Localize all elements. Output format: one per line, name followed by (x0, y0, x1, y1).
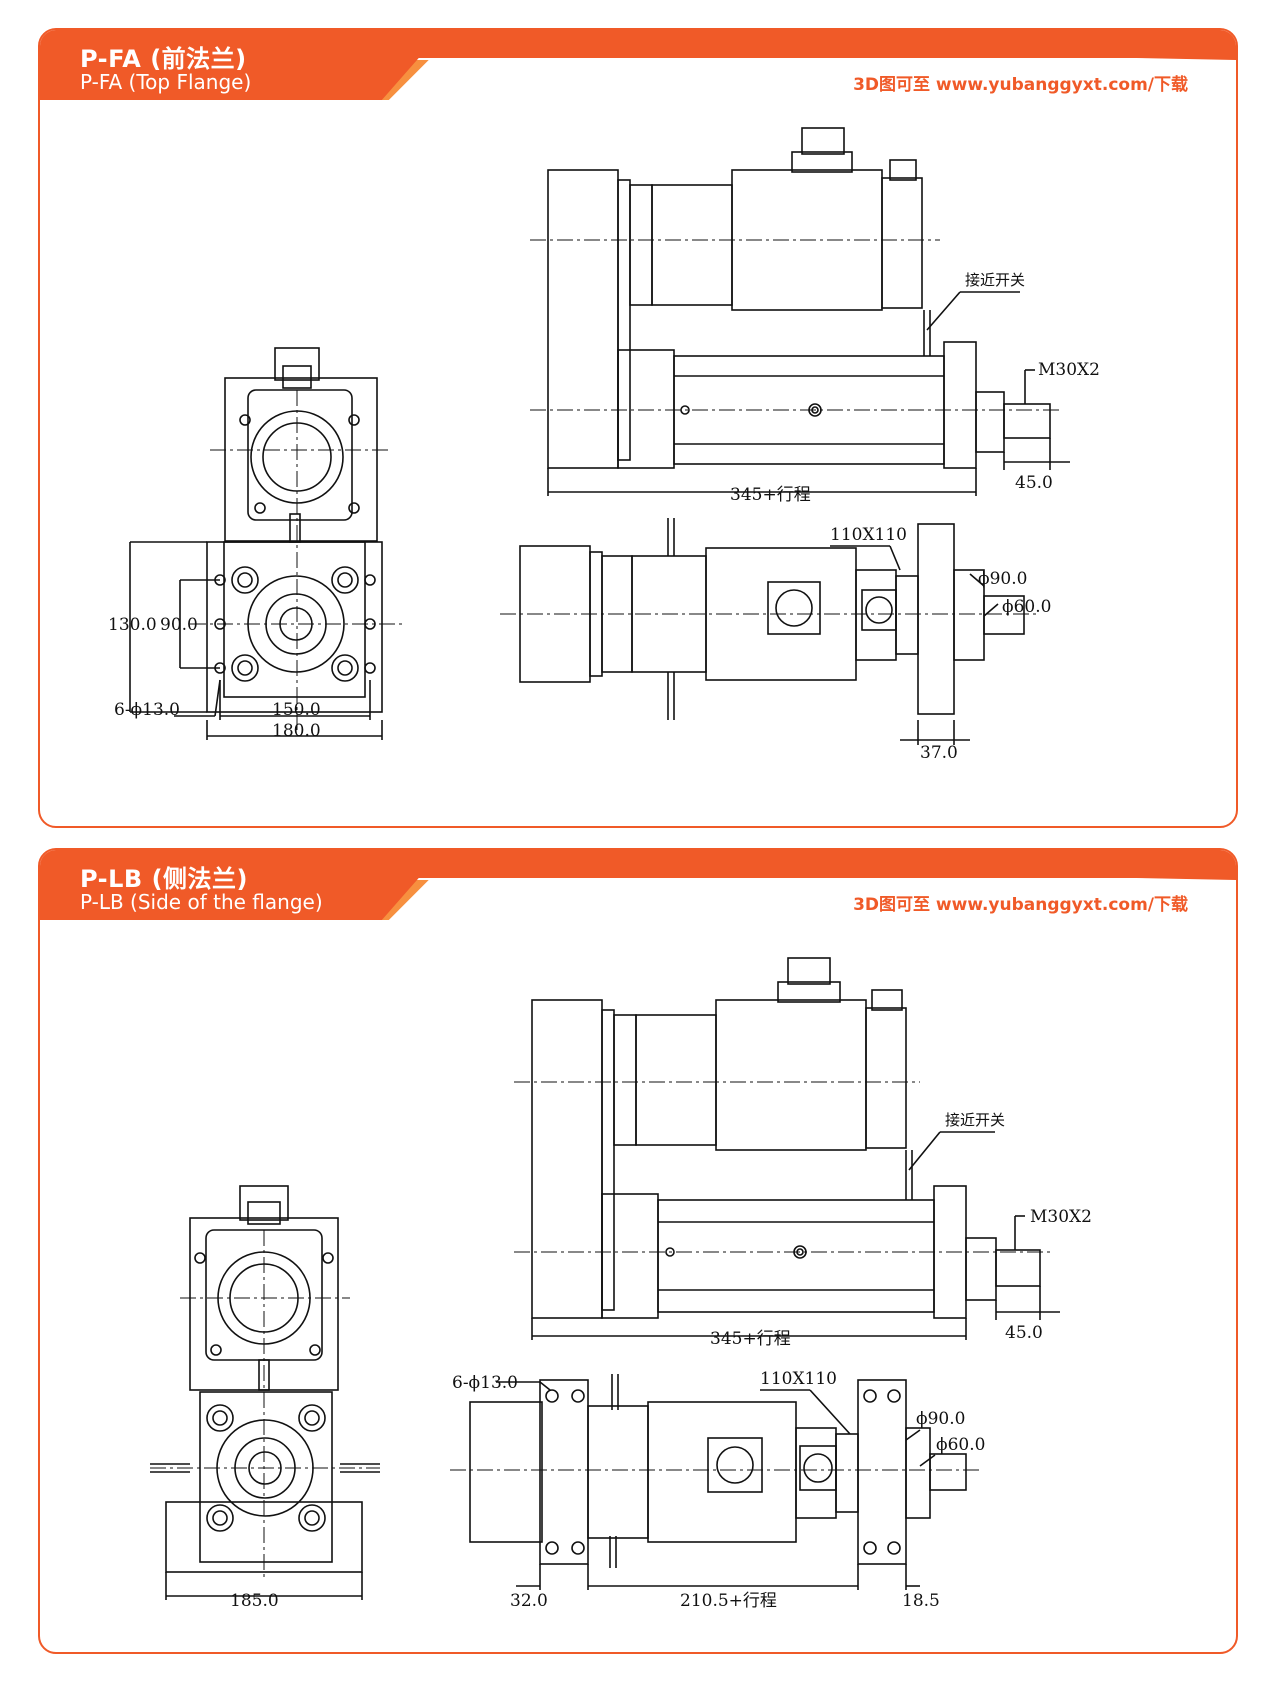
extension-label: 45.0 (1005, 1323, 1043, 1343)
rear-housing (547, 169, 619, 469)
rear-housing-plan (469, 1401, 543, 1543)
front-flange (917, 523, 955, 715)
width-180-label: 180.0 (272, 721, 321, 741)
servo-motor (715, 999, 867, 1151)
side-flange-body (199, 1391, 333, 1563)
dia-90-label: ϕ90.0 (978, 569, 1027, 589)
top-flange-plate (206, 541, 383, 713)
drawing-p-fa: 接近开关 M30X2 45.0 345+行程 110X110 ϕ90.0 ϕ60… (108, 127, 1100, 763)
height-90-label: 90.0 (160, 615, 198, 635)
motor-flange-label: 110X110 (830, 525, 907, 545)
length-210-label: 210.5+行程 (680, 1591, 777, 1611)
rod-offset-label: 37.0 (920, 743, 958, 763)
rear-side-flange (539, 1379, 589, 1565)
section-p-lb: P-LB (侧法兰) P-LB (Side of the flange) 3D图… (38, 848, 1238, 1654)
section-p-fa: P-FA (前法兰) P-FA (Top Flange) 3D图可至 www.y… (38, 28, 1238, 828)
download-link[interactable]: 3D图可至 www.yubanggyxt.com/下载 (853, 895, 1188, 915)
section-header-band (40, 30, 1236, 100)
servo-motor-plan (647, 1401, 797, 1543)
dia-60-label: ϕ60.0 (936, 1435, 985, 1455)
motor-housing-end (224, 377, 378, 542)
proximity-switch-label: 接近开关 (965, 271, 1025, 289)
motor-connector (791, 151, 853, 173)
length-label: 345+行程 (710, 1329, 791, 1349)
offset-32-label: 32.0 (510, 1591, 548, 1611)
section-title-en: P-LB (Side of the flange) (80, 890, 323, 914)
connector-block (239, 1185, 289, 1221)
thread-label: M30X2 (1030, 1207, 1092, 1227)
motor-flange-label: 110X110 (760, 1369, 837, 1389)
reducer-body (635, 1014, 717, 1146)
section-title-cn: P-LB (侧法兰) (80, 865, 249, 893)
offset-18-label: 18.5 (902, 1591, 940, 1611)
section-title-cn: P-FA (前法兰) (80, 45, 247, 73)
width-185-label: 185.0 (230, 1591, 279, 1611)
section-title-en: P-FA (Top Flange) (80, 70, 252, 94)
dia-60-label: ϕ60.0 (1002, 597, 1051, 617)
piston-rod (995, 1249, 1041, 1287)
holes-label: 6-ϕ13.0 (452, 1373, 518, 1393)
extension-label: 45.0 (1015, 473, 1053, 493)
download-link[interactable]: 3D图可至 www.yubanggyxt.com/下载 (853, 75, 1188, 95)
proximity-switch-label: 接近开关 (945, 1111, 1005, 1129)
rear-housing (531, 999, 603, 1319)
motor-connector (777, 981, 841, 1003)
height-130-label: 130.0 (108, 615, 157, 635)
thread-label: M30X2 (1038, 360, 1100, 380)
section-header-band (40, 850, 1236, 920)
width-150-label: 150.0 (272, 700, 321, 720)
length-label: 345+行程 (730, 485, 811, 505)
connector-block (274, 347, 320, 381)
front-side-flange (857, 1379, 907, 1565)
piston-rod (1003, 403, 1051, 439)
drawing-p-lb: 接近开关 M30X2 45.0 345+行程 110X110 ϕ90.0 ϕ60… (150, 957, 1092, 1611)
reducer-body (651, 184, 733, 306)
holes-label: 6-ϕ13.0 (114, 700, 180, 720)
dia-90-label: ϕ90.0 (916, 1409, 965, 1429)
